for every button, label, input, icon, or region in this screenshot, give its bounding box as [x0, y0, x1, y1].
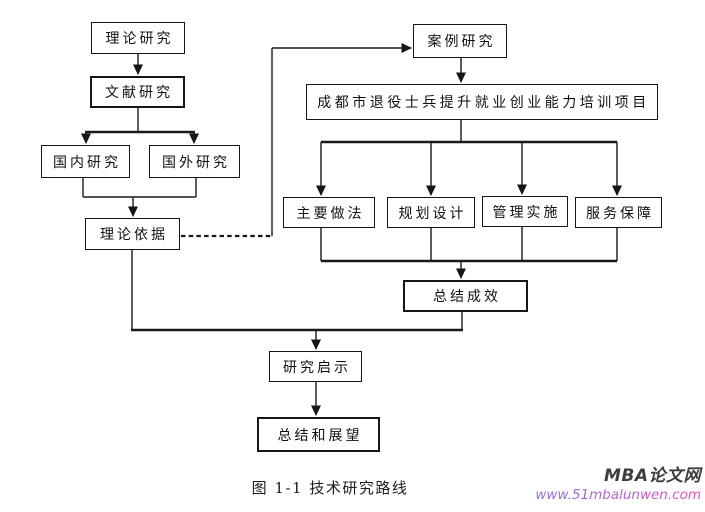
node-research-insights: 研究启示	[269, 351, 362, 382]
watermark-site-name: MBA论文网	[603, 466, 701, 486]
node-theory-research: 理论研究	[91, 22, 185, 54]
node-training-project: 成都市退役士兵提升就业创业能力培训项目	[306, 84, 658, 120]
figure-caption: 图 1-1 技术研究路线	[251, 479, 409, 497]
node-summary-outlook: 总结和展望	[257, 417, 380, 452]
node-management-implementation: 管理实施	[482, 196, 568, 227]
node-summary-results: 总结成效	[403, 280, 528, 312]
watermark: MBA论文网 www.51mbalunwen.com	[461, 465, 701, 503]
watermark-url-link[interactable]: www.51mbalunwen.com	[461, 487, 701, 503]
node-literature-research: 文献研究	[90, 76, 185, 108]
node-domestic-research: 国内研究	[41, 145, 130, 178]
node-service-guarantee: 服务保障	[575, 197, 662, 228]
node-main-practices: 主要做法	[283, 197, 375, 228]
node-case-study: 案例研究	[413, 24, 507, 58]
node-foreign-research: 国外研究	[149, 145, 240, 178]
node-planning-design: 规划设计	[387, 197, 475, 228]
node-theoretical-basis: 理论依据	[85, 218, 180, 250]
